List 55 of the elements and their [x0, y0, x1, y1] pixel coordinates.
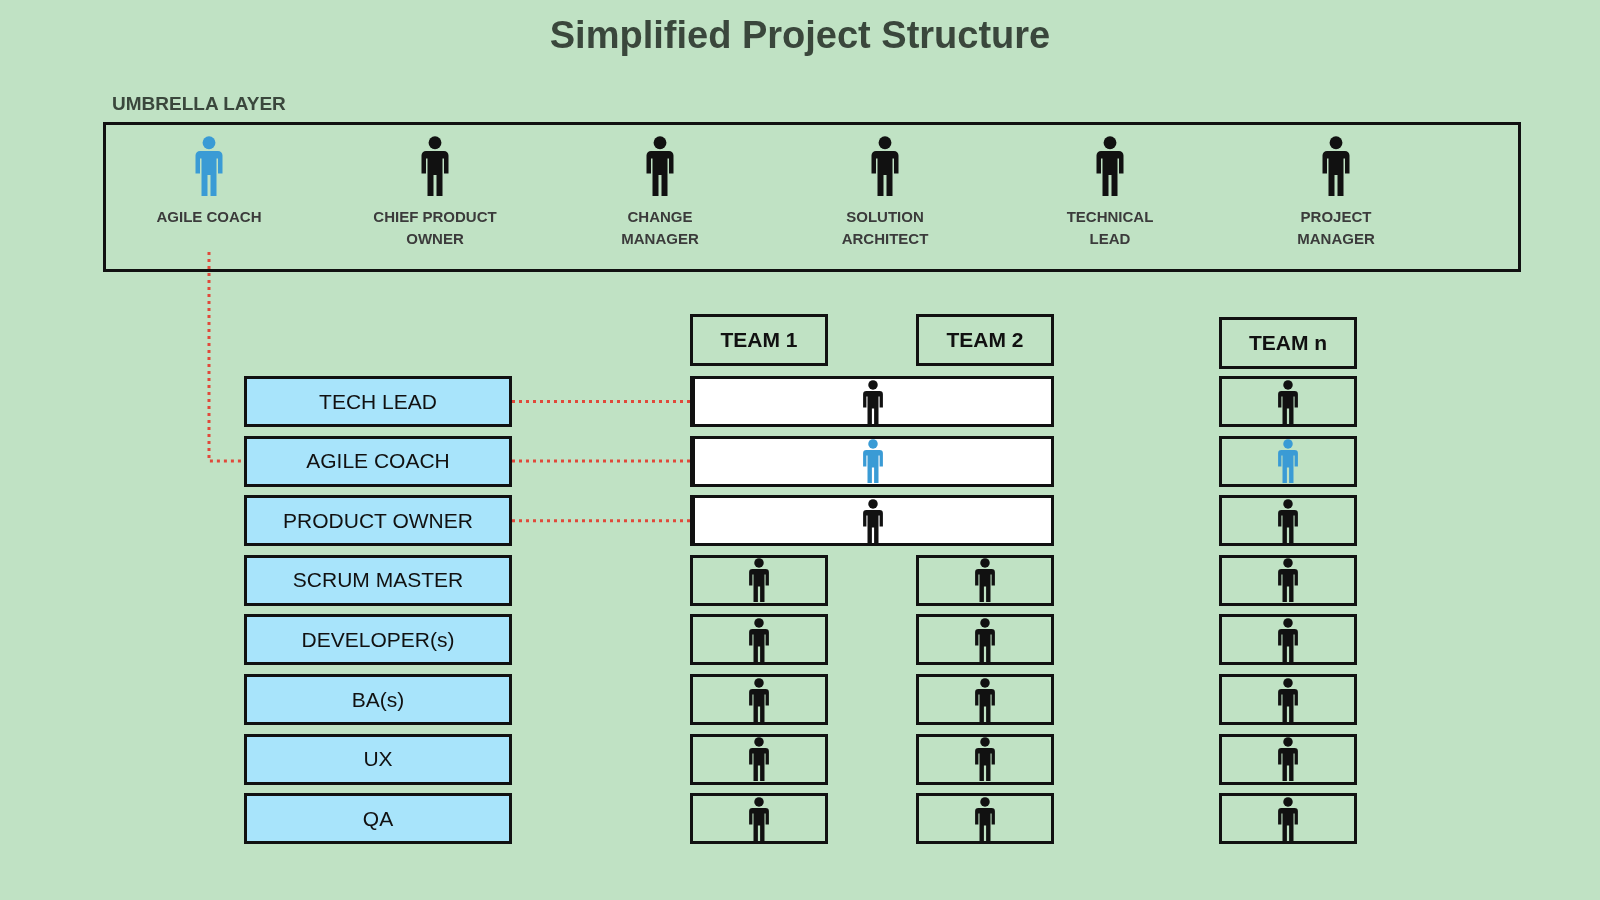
team-member-box: [916, 674, 1054, 725]
role-label: CHIEF PRODUCT OWNER: [372, 207, 498, 249]
role-label: BA(s): [351, 687, 405, 712]
team-member-box: [690, 733, 828, 785]
team-member-box: [1219, 376, 1357, 427]
team-member-box: [1219, 674, 1357, 725]
role-label: TECH LEAD: [319, 389, 437, 414]
role-box: [244, 495, 512, 547]
role-label: CHANGE MANAGER: [620, 207, 700, 249]
role-box: [244, 435, 512, 487]
connector-line: [512, 459, 690, 463]
role-label: DEVELOPER(s): [301, 627, 455, 652]
shared-role-box: [690, 376, 1054, 427]
role-label: PROJECT MANAGER: [1296, 207, 1376, 249]
role-label: QA: [362, 806, 394, 831]
role-box: [244, 376, 512, 427]
role-box: [244, 674, 512, 725]
team-header-box: [916, 314, 1054, 366]
role-label: TECHNICAL LEAD: [1065, 207, 1155, 249]
team-header-box: [1219, 317, 1357, 369]
shared-role-box: [690, 435, 1054, 487]
role-label: UX: [363, 747, 393, 772]
team-member-box: [1219, 554, 1357, 606]
team-member-box: [1219, 733, 1357, 785]
section-heading: UMBRELLA LAYER: [112, 93, 286, 115]
team-member-box: [690, 793, 828, 845]
role-box: [244, 614, 512, 666]
team-label: TEAM 2: [946, 328, 1024, 352]
team-member-box: [1219, 495, 1357, 547]
role-box: [244, 554, 512, 606]
connector-line: [512, 519, 690, 523]
team-member-box: [690, 674, 828, 725]
connector-line: [207, 252, 244, 463]
role-box: [244, 733, 512, 785]
role-label: SOLUTION ARCHITECT: [840, 207, 930, 249]
diagram-title: Simplified Project Structure: [548, 14, 1052, 57]
team-label: TEAM 1: [720, 328, 798, 352]
team-member-box: [1219, 614, 1357, 666]
team-member-box: [916, 733, 1054, 785]
role-label: AGILE COACH: [306, 449, 450, 474]
role-label: SCRUM MASTER: [292, 568, 464, 593]
team-member-box: [1219, 793, 1357, 845]
team-member-box: [916, 614, 1054, 666]
shared-role-box: [690, 495, 1054, 547]
team-member-box: [690, 554, 828, 606]
team-header-box: [690, 314, 828, 366]
connector-line: [512, 400, 690, 403]
team-member-box: [916, 793, 1054, 845]
role-label: AGILE COACH: [155, 207, 263, 227]
role-label: PRODUCT OWNER: [283, 508, 473, 533]
team-member-box: [690, 614, 828, 666]
team-member-box: [1219, 435, 1357, 487]
team-member-box: [916, 554, 1054, 606]
team-label: TEAM n: [1248, 331, 1328, 355]
role-box: [244, 793, 512, 845]
